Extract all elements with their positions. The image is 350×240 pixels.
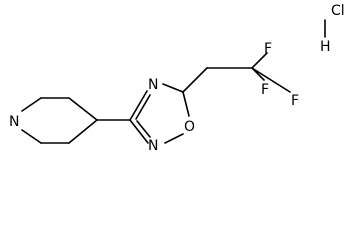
atom-oxadiazole-n2: N: [148, 138, 158, 153]
bond-c3-n4: [129, 90, 148, 121]
bond-cf3-f-bottom: [251, 67, 265, 81]
bond-c3-n4-inner: [135, 94, 151, 120]
bond-o1-n2: [164, 133, 184, 144]
bond-cf3-f-top: [251, 52, 268, 69]
bond-n2-c3: [129, 119, 149, 144]
bond-c5-ch2: [182, 67, 208, 93]
bond-n4-c5: [162, 83, 184, 93]
atom-oxadiazole-o1: O: [184, 119, 195, 135]
bond-c3-c4: [68, 97, 98, 121]
atom-piperidine-n: N: [9, 114, 19, 130]
atom-oxadiazole-n4: N: [148, 77, 158, 93]
atom-fluorine-right: F: [291, 93, 299, 109]
atom-fluorine-bottom: F: [261, 82, 269, 98]
bond-c5-o1: [182, 91, 190, 117]
atom-chlorine: Cl: [331, 3, 345, 19]
bond-c6-n: [21, 129, 42, 144]
bond-n2-c3-inner: [136, 120, 151, 138]
atom-fluorine-top: F: [264, 41, 272, 57]
bond-cf3-f-right: [251, 67, 291, 93]
oxadiazole-ring: [129, 83, 190, 144]
bond-n-c2: [21, 97, 42, 112]
piperidine-ring: [21, 97, 98, 144]
structure-diagram: N N N O F F F Cl H: [9, 3, 345, 153]
atom-hydrogen: H: [320, 39, 331, 55]
bond-c4-c5: [68, 119, 98, 144]
trifluoroethyl-group: [182, 52, 291, 93]
